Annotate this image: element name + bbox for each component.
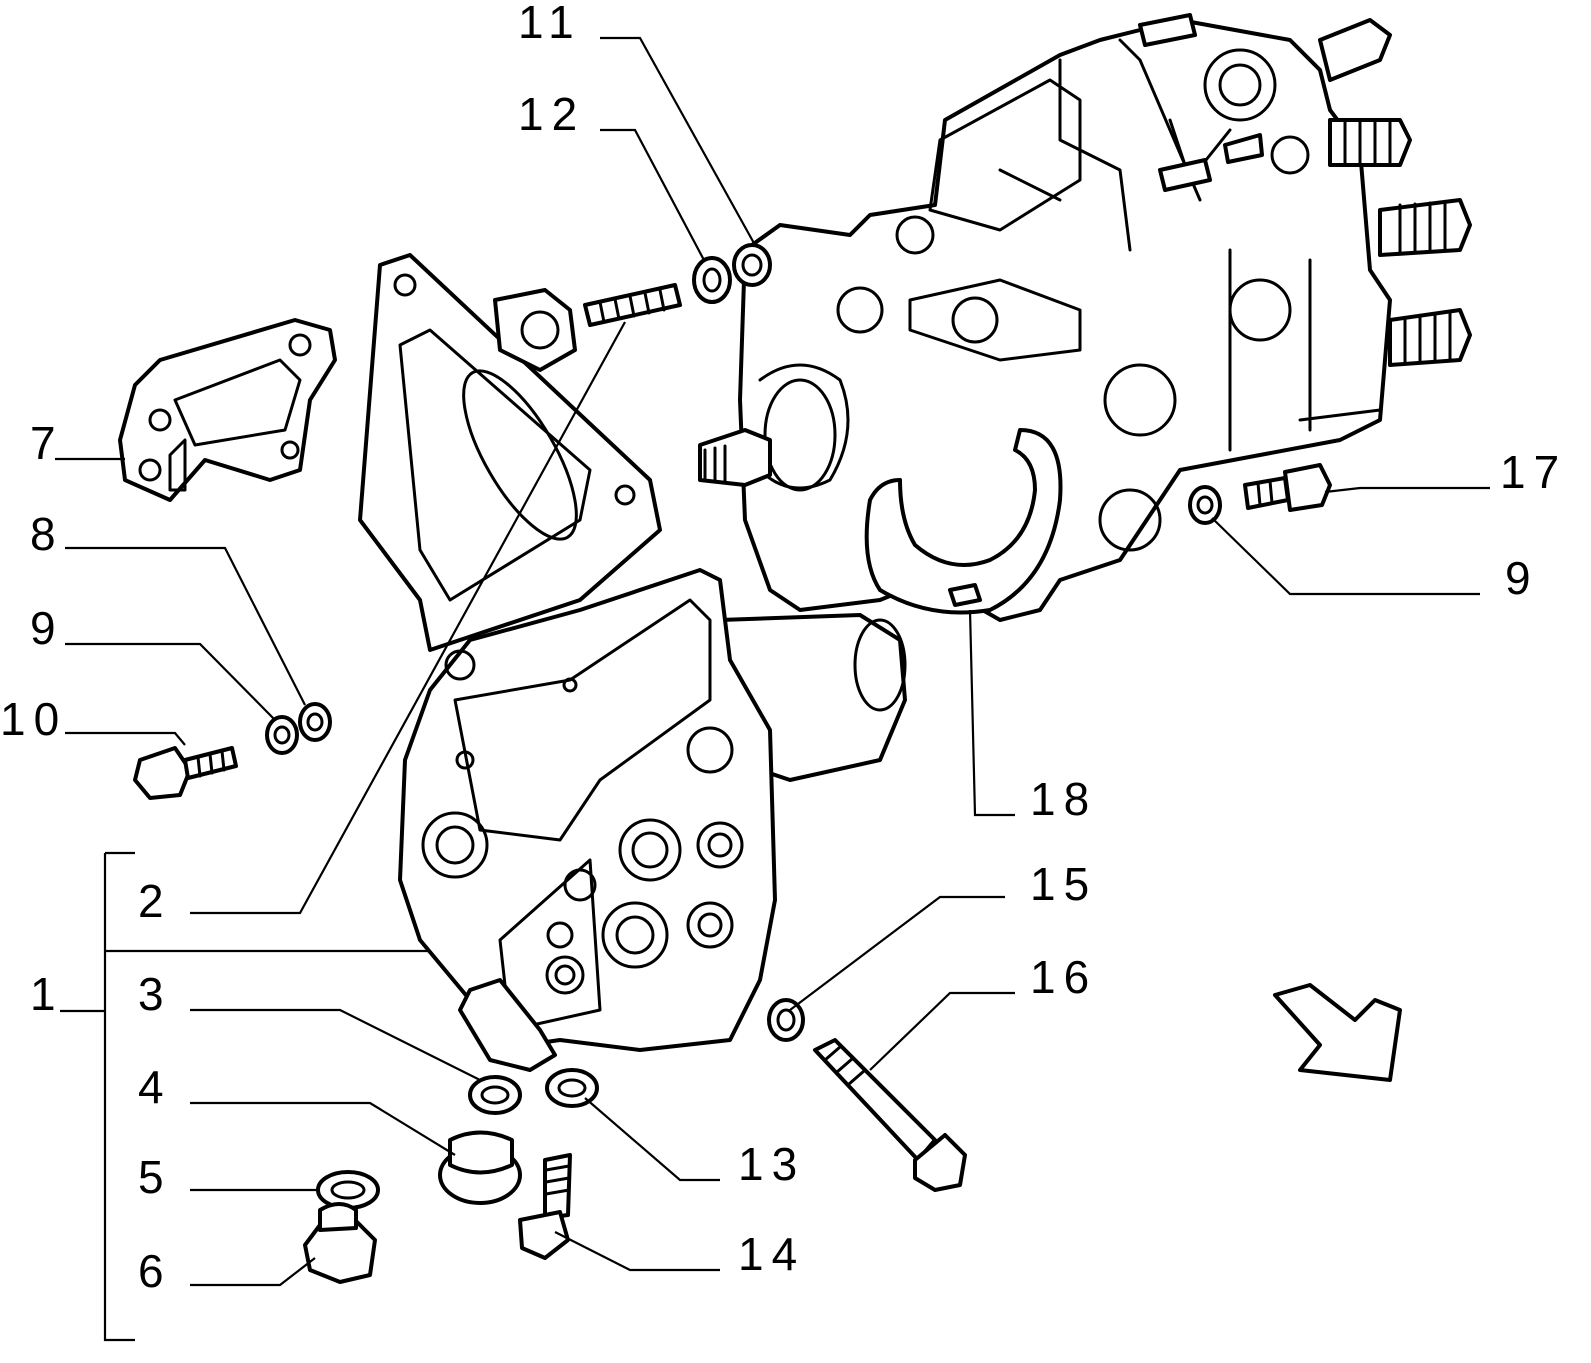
callout-10: 10 <box>0 693 67 745</box>
washer-9-and-bolt-17 <box>1188 463 1332 525</box>
callout-9-right: 9 <box>1505 552 1539 604</box>
callout-14: 14 <box>738 1228 805 1280</box>
callout-12: 12 <box>518 88 585 140</box>
callout-2: 2 <box>138 875 172 927</box>
callout-5: 5 <box>138 1151 172 1203</box>
callout-3: 3 <box>138 968 172 1020</box>
gasket-7 <box>118 318 337 502</box>
pump-support-bracket <box>358 253 662 652</box>
callout-6: 6 <box>138 1245 172 1297</box>
injection-pump <box>698 13 1472 622</box>
pump-front-housing <box>398 568 907 1072</box>
callout-7: 7 <box>30 417 64 469</box>
callout-15: 15 <box>1030 858 1097 910</box>
stud-bolt <box>583 283 682 327</box>
callout-8: 8 <box>30 508 64 560</box>
callout-13: 13 <box>738 1138 805 1190</box>
plugs-seals-bottom <box>303 1068 599 1284</box>
callout-11: 11 <box>518 0 582 48</box>
callout-16: 16 <box>1030 951 1097 1003</box>
washer-15-and-bolt-16 <box>767 998 967 1192</box>
callout-labels: 11 12 7 8 9 10 2 1 3 4 5 6 13 14 15 16 1… <box>0 0 1567 1297</box>
washers-11-12 <box>692 243 772 304</box>
callout-4: 4 <box>138 1061 172 1113</box>
callout-17: 17 <box>1500 446 1567 498</box>
arrow-icon <box>1273 983 1402 1082</box>
leader-lines <box>55 36 1490 1342</box>
callout-18: 18 <box>1030 773 1097 825</box>
callout-1: 1 <box>30 968 64 1020</box>
callout-9-left: 9 <box>30 602 64 654</box>
washers-8-9-and-bolt-10 <box>133 702 332 800</box>
